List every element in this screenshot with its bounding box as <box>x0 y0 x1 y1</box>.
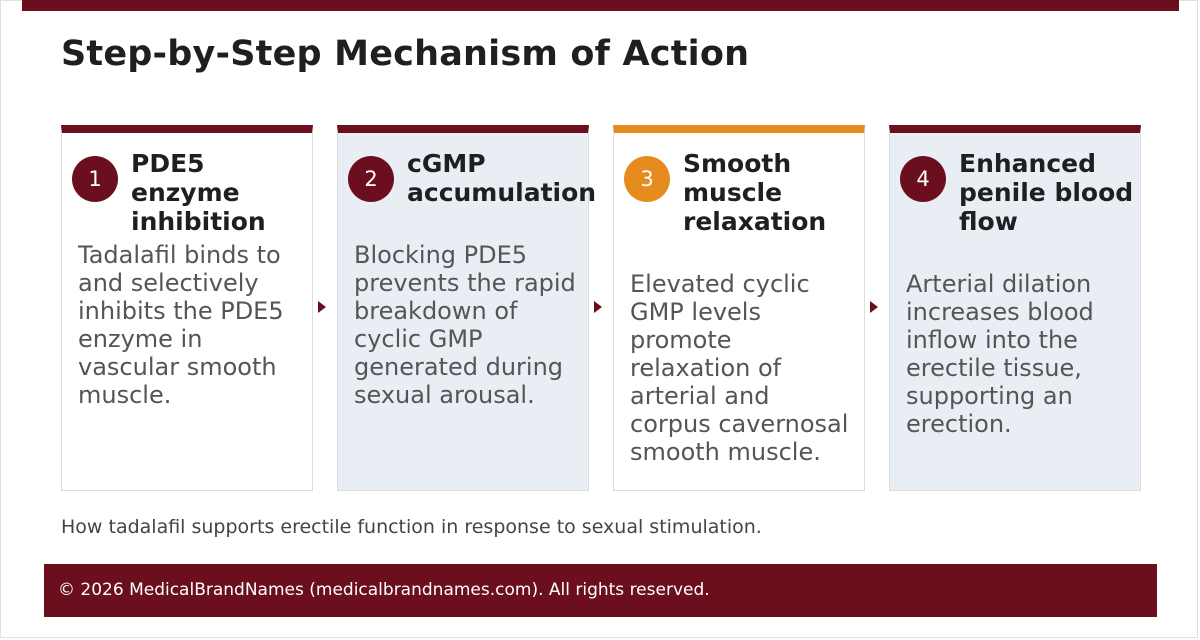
figure-caption: How tadalafil supports erectile function… <box>61 516 762 538</box>
step-4-number-badge: 4 <box>900 156 946 202</box>
arrow-right-icon <box>870 301 878 313</box>
step-1-number-badge: 1 <box>72 156 118 202</box>
step-card-4: 4 Enhanced penile blood flow Arterial di… <box>889 125 1141 491</box>
copyright-text: © 2026 MedicalBrandNames (medicalbrandna… <box>58 580 710 600</box>
step-3-number-badge: 3 <box>624 156 670 202</box>
arrow-right-icon <box>594 301 602 313</box>
step-2-title: cGMP accumulation <box>407 149 597 207</box>
step-4-title: Enhanced penile blood flow <box>959 149 1134 236</box>
step-card-2: 2 cGMP accumulation Blocking PDE5 preven… <box>337 125 597 491</box>
page-title: Step-by-Step Mechanism of Action <box>61 34 750 74</box>
step-2-description: Blocking PDE5 prevents the rapid breakdo… <box>354 241 576 409</box>
step-1-description: Tadalafil binds to and selectively inhib… <box>78 241 284 409</box>
step-1-title: PDE5 enzyme inhibition <box>131 149 266 236</box>
arrow-right-icon <box>318 301 326 313</box>
step-2-number-badge: 2 <box>348 156 394 202</box>
step-3-title: Smooth muscle relaxation <box>683 149 827 236</box>
top-accent-bar <box>22 0 1179 11</box>
footer-bar: © 2026 MedicalBrandNames (medicalbrandna… <box>44 564 1157 617</box>
step-4-description: Arterial dilation increases blood inflow… <box>906 270 1094 438</box>
step-3-description: Elevated cyclic GMP levels promote relax… <box>630 270 849 466</box>
step-card-3: 3 Smooth muscle relaxation Elevated cycl… <box>613 125 865 491</box>
step-card-1: 1 PDE5 enzyme inhibition Tadalafil binds… <box>61 125 313 491</box>
